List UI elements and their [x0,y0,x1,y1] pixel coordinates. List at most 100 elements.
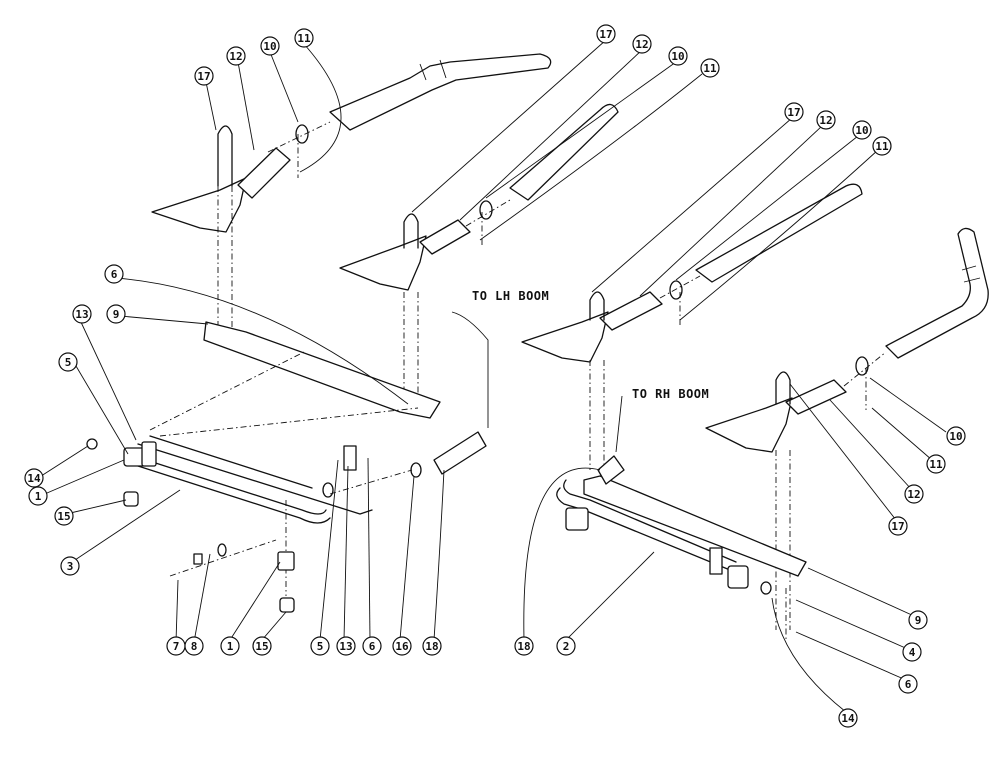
callout-circle [392,636,412,656]
callout-6: 6 [898,674,918,694]
callout-circle [838,708,858,728]
bracket [343,445,357,471]
callout-number: 15 [255,640,268,653]
u-bolt [403,213,419,249]
callout-11: 11 [872,136,892,156]
callout-number: 6 [111,268,118,281]
callout-number: 9 [915,614,922,627]
nozzle-hose-sleeve [237,147,291,199]
callout-15: 15 [252,636,272,656]
nozzle-cap [123,491,139,507]
boom-pipe [137,465,331,524]
callout-number: 11 [703,62,717,75]
callout-number: 12 [907,488,920,501]
callout-circle [54,506,74,526]
leader-lines [37,39,947,713]
callout-number: 13 [75,308,88,321]
callout-circle [784,102,804,122]
callout-number: 17 [197,70,210,83]
callout-circle [908,610,928,630]
callout-17: 17 [194,66,214,86]
callout-circle [72,304,92,324]
callout-17: 17 [784,102,804,122]
callout-circle [596,24,616,44]
callout-number: 10 [855,124,868,137]
callout-14: 14 [24,468,44,488]
callout-circle [28,486,48,506]
lower-nozzle-cap [279,597,295,613]
callout-number: 11 [929,458,943,471]
u-bolt [217,125,233,187]
callout-number: 9 [113,308,120,321]
callout-9: 9 [106,304,126,324]
callout-5: 5 [310,636,330,656]
hose-clamp [479,200,493,220]
callout-4: 4 [902,642,922,662]
right-boom-frame [556,360,807,640]
callout-circle [194,66,214,86]
boom-hose-upper-left [329,53,552,131]
to-rh-boom-label: TO RH BOOM [632,387,709,401]
bracket [709,547,723,575]
callout-circle [632,34,652,54]
hose-clamp [295,124,309,144]
callout-17: 17 [596,24,616,44]
callout-number: 5 [317,640,324,653]
callout-circle [926,454,946,474]
callout-number: 12 [635,38,648,51]
callout-10: 10 [668,46,688,66]
tee-fitting [565,507,589,531]
callout-circle [226,46,246,66]
callout-17: 17 [888,516,908,536]
callout-number: 13 [339,640,352,653]
u-bolt [775,371,791,405]
callout-18: 18 [514,636,534,656]
nozzle-assembly-middle [339,103,619,291]
callout-5: 5 [58,352,78,372]
callout-circle [252,636,272,656]
callout-10: 10 [260,36,280,56]
callout-number: 6 [369,640,376,653]
pipe-clamp [141,441,157,467]
to-lh-boom-label: TO LH BOOM [472,289,549,303]
callout-circle [220,636,240,656]
nozzle-assembly-left-upper [151,53,552,233]
callout-8: 8 [184,636,204,656]
callout-circle [104,264,124,284]
callout-14: 14 [838,708,858,728]
lower-tee-fitting [277,551,295,571]
nozzle-deflector-plate [339,235,427,291]
callout-number: 18 [517,640,530,653]
callout-circle [362,636,382,656]
callout-circle [260,36,280,56]
nozzle-deflector-plate [151,177,247,233]
left-boom-frame [86,186,487,613]
callout-9: 9 [908,610,928,630]
callout-circle [310,636,330,656]
callout-number: 1 [227,640,234,653]
callout-circle [106,304,126,324]
callout-13: 13 [336,636,356,656]
mounting-plate [203,321,441,419]
callout-number: 16 [395,640,409,653]
callout-12: 12 [816,110,836,130]
callout-7: 7 [166,636,186,656]
callout-number: 3 [67,560,74,573]
tee-fitting [727,565,749,589]
callout-number: 14 [841,712,855,725]
callout-circle [58,352,78,372]
callout-circle [24,468,44,488]
callout-number: 17 [787,106,800,119]
nozzle-deflector-plate [705,397,793,453]
callout-number: 18 [425,640,438,653]
callout-12: 12 [226,46,246,66]
callout-circle [294,28,314,48]
callout-circle [556,636,576,656]
callout-1: 1 [220,636,240,656]
nozzle-assembly-far-right [705,227,989,453]
callout-number: 2 [563,640,570,653]
callout-circle [852,120,872,140]
callout-number: 17 [599,28,612,41]
